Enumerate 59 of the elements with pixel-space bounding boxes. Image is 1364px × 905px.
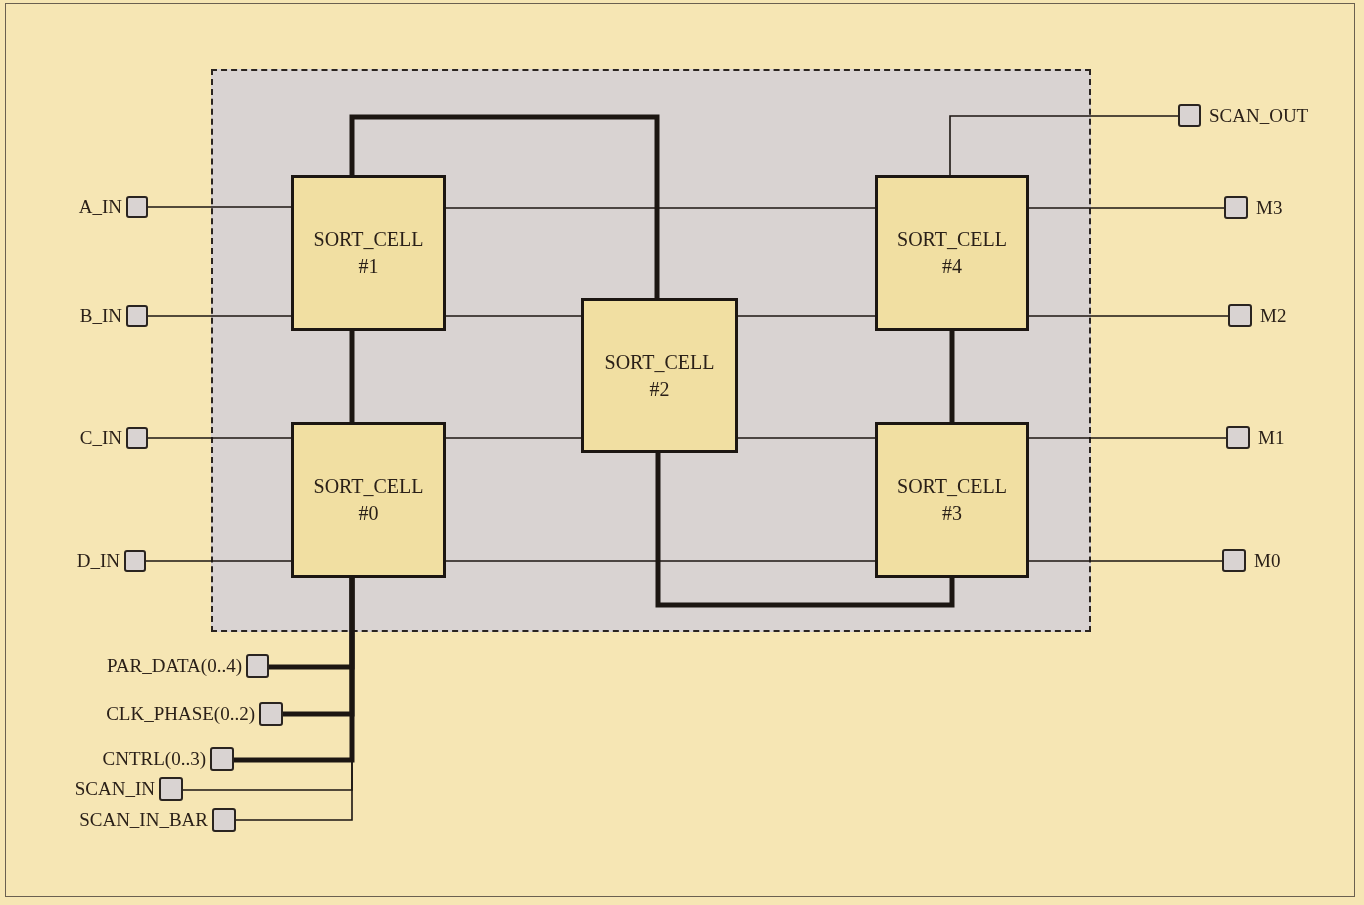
pin-label: CNTRL(0..3) [102, 748, 206, 770]
pin-pad [259, 702, 283, 726]
pin-pad [212, 808, 236, 832]
wire [949, 115, 1179, 176]
sort-cell-box [875, 422, 1029, 578]
pin-label: SCAN_IN [74, 778, 155, 800]
chip-boundary [211, 69, 1091, 632]
pin-label: SCAN_IN_BAR [79, 809, 208, 831]
pin-pad [1178, 104, 1201, 127]
pin-label: A_IN [78, 196, 122, 218]
pin-label: C_IN [79, 427, 122, 449]
pin-label: SCAN_OUT [1209, 104, 1309, 127]
pin-pad [159, 777, 183, 801]
pin-label: M1 [1258, 426, 1285, 449]
cell-label: SORT_CELL #3 [896, 474, 1008, 526]
pin-pad [126, 305, 148, 327]
bus-line [349, 114, 660, 301]
wire [1028, 437, 1227, 439]
pin-pad [126, 427, 148, 449]
wire [1028, 207, 1225, 209]
pin-label: M0 [1254, 549, 1281, 572]
bus-line [949, 328, 955, 425]
pin-label: B_IN [79, 305, 122, 327]
wire [147, 206, 292, 208]
wire [1028, 315, 1229, 317]
pin-pad [1228, 304, 1252, 327]
bus-line [349, 328, 355, 425]
wire [147, 315, 292, 317]
wire [445, 315, 582, 317]
pin-label: D_IN [76, 550, 120, 572]
sort-cell-box [875, 175, 1029, 331]
cell-label: SORT_CELL #2 [603, 349, 716, 402]
wire [737, 315, 876, 317]
pin-pad [1222, 549, 1246, 572]
sort-cell-box [581, 298, 738, 453]
cell-label: SORT_CELL #4 [896, 227, 1008, 279]
pin-pad [126, 196, 148, 218]
wire [147, 437, 292, 439]
wire [445, 437, 582, 439]
wire [445, 207, 876, 209]
wire [737, 437, 876, 439]
wire [1028, 560, 1223, 562]
pin-pad [1226, 426, 1250, 449]
cell-label: SORT_CELL #0 [312, 474, 425, 526]
wire [445, 560, 876, 562]
bus-line [655, 450, 955, 608]
sort-cell-box [291, 175, 446, 331]
sort-cell-box [291, 422, 446, 578]
pin-label: M2 [1260, 304, 1287, 327]
pin-pad [124, 550, 146, 572]
pin-pad [210, 747, 234, 771]
wire [145, 560, 292, 562]
pin-label: M3 [1256, 196, 1283, 219]
pin-pad [1224, 196, 1248, 219]
pin-pad [246, 654, 269, 678]
pin-label: PAR_DATA(0..4) [107, 655, 242, 677]
bus-line [231, 575, 355, 763]
pin-label: CLK_PHASE(0..2) [106, 703, 255, 725]
cell-label: SORT_CELL #1 [312, 227, 425, 279]
